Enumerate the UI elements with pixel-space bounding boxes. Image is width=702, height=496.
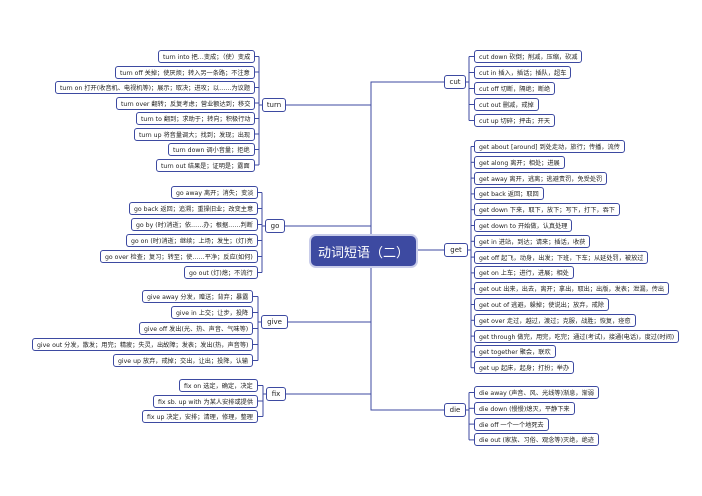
branch-cut[interactable]: cut: [444, 75, 466, 89]
leaf-get-13[interactable]: get together 聚会，联欢: [474, 345, 556, 359]
leaf-get-4[interactable]: get down 下来，取下，放下；写下，打下，吞下: [474, 203, 620, 217]
leaf-cut-1[interactable]: cut in 插入，插话；插队，超车: [474, 66, 572, 79]
leaf-get-11[interactable]: get over 走过，越过，渡过；克服，战胜；恢复，痊愈: [474, 313, 636, 327]
leaf-die-2[interactable]: die off 一个一个地死去: [474, 417, 549, 431]
leaf-go-3[interactable]: go on (时)消逝；继续；上场；发生；(灯)亮: [126, 234, 258, 247]
leaf-get-10[interactable]: get out of 逃避，躲掉；使说出；放弃，戒除: [474, 298, 609, 311]
leaf-turn-2[interactable]: turn on 打开(收音机、电视机等)；展示；取决；进攻；以……为议题: [55, 81, 256, 94]
leaf-turn-7[interactable]: turn out 结果是；证明是；露面: [156, 158, 255, 172]
branch-go[interactable]: go: [265, 219, 285, 233]
leaf-get-5[interactable]: get down to 开始做，认真处理: [474, 219, 573, 232]
leaf-turn-6[interactable]: turn down 调小音量；拒绝: [168, 143, 255, 156]
leaf-die-0[interactable]: die away (声音、风、光线等)渐息，渐弱: [474, 386, 599, 399]
leaf-turn-4[interactable]: turn to 翻到；求助于；转向；积极行动: [136, 112, 256, 125]
branch-turn[interactable]: turn: [262, 98, 286, 112]
leaf-get-9[interactable]: get out 出来，出去，离开；拿出，取出；出版，发表；泄漏，传出: [474, 282, 670, 296]
leaf-go-1[interactable]: go back 返回；追溯；重操旧业；改变主意: [129, 202, 259, 215]
leaf-cut-2[interactable]: cut off 切断，隔绝；断绝: [474, 82, 556, 95]
branch-fix[interactable]: fix: [266, 387, 286, 401]
leaf-turn-5[interactable]: turn up 将音量调大；找到；发现；出现: [134, 127, 256, 141]
leaf-get-12[interactable]: get through 做完，用完，吃完；通过(考试)，接通(电话)，度过(时间…: [474, 329, 680, 343]
leaf-go-2[interactable]: go by (时)消逝；依……办；根据……判断: [131, 218, 258, 231]
leaf-get-7[interactable]: get off 起飞，动身，出发；下班，下车；从延处罚，被放过: [474, 250, 649, 264]
leaf-get-0[interactable]: get about [around] 到处走动，旅行；传播，流传: [474, 140, 625, 153]
leaf-turn-1[interactable]: turn off 关掉；使厌烦；转入另一条路；不注意: [115, 65, 255, 79]
branch-get[interactable]: get: [444, 243, 468, 257]
leaf-go-5[interactable]: go out (灯)熄；不流行: [184, 266, 258, 279]
leaf-get-14[interactable]: get up 起床，起身；打扮；举办: [474, 361, 575, 375]
branch-give[interactable]: give: [261, 315, 288, 329]
connector-center-turn: [286, 104, 372, 236]
central-topic[interactable]: 动词短语（二）: [311, 236, 416, 266]
leaf-go-4[interactable]: go over 检查；复习；转至；使……平净；反应(如何): [100, 250, 258, 263]
leaf-die-1[interactable]: die down (慢慢)熄灭，平静下来: [474, 401, 575, 415]
branch-die[interactable]: die: [444, 403, 466, 417]
leaf-cut-4[interactable]: cut up 切碎；抨击；开天: [474, 114, 556, 127]
leaf-turn-0[interactable]: turn into 把…变成；（使）变成: [158, 50, 256, 63]
leaf-get-8[interactable]: get on 上车；进行，进展；相处: [474, 266, 574, 280]
leaf-get-3[interactable]: get back 返回；取回: [474, 187, 544, 201]
leaf-give-1[interactable]: give in 上交；让步，投降: [171, 306, 254, 319]
leaf-turn-3[interactable]: turn over 翻转；反复考虑；营业额达到；移交: [116, 96, 256, 110]
leaf-fix-2[interactable]: fix up 决定，安排；清理，修理，整理: [142, 410, 258, 423]
leaf-fix-1[interactable]: fix sb. up with 为某人安排或提供: [153, 394, 259, 408]
leaf-cut-0[interactable]: cut down 砍倒；削减，压缩，砍减: [474, 50, 583, 63]
leaf-get-2[interactable]: get away 离开，逃离；逃避责罚，免受处罚: [474, 171, 608, 185]
connector-center-go: [285, 225, 372, 236]
leaf-give-2[interactable]: give off 发出(光、热、声音、气味等): [139, 322, 254, 335]
leaf-get-6[interactable]: get in 进站，到达；请来；插话，收获: [474, 234, 591, 248]
leaf-get-1[interactable]: get along 离开；相处；进展: [474, 155, 565, 169]
leaf-give-0[interactable]: give away 分发，赠送；背弃；暴露: [142, 290, 254, 303]
leaf-give-3[interactable]: give out 分发，散发；用完；精疲；失灵，出故障；发表；发出(热，声音等): [32, 338, 254, 351]
leaf-fix-0[interactable]: fix on 选定，确定，决定: [179, 379, 258, 392]
leaf-give-4[interactable]: give up 放弃，戒掉；交出，让出；投降，认输: [113, 354, 254, 367]
leaf-die-3[interactable]: die out (家族、习俗、观念等)灭绝，绝迹: [474, 433, 599, 447]
connector-center-die: [370, 266, 444, 411]
leaf-cut-3[interactable]: cut out 删减，戒掉: [474, 98, 539, 111]
leaf-go-0[interactable]: go away 离开；消失；变淡: [171, 186, 259, 199]
